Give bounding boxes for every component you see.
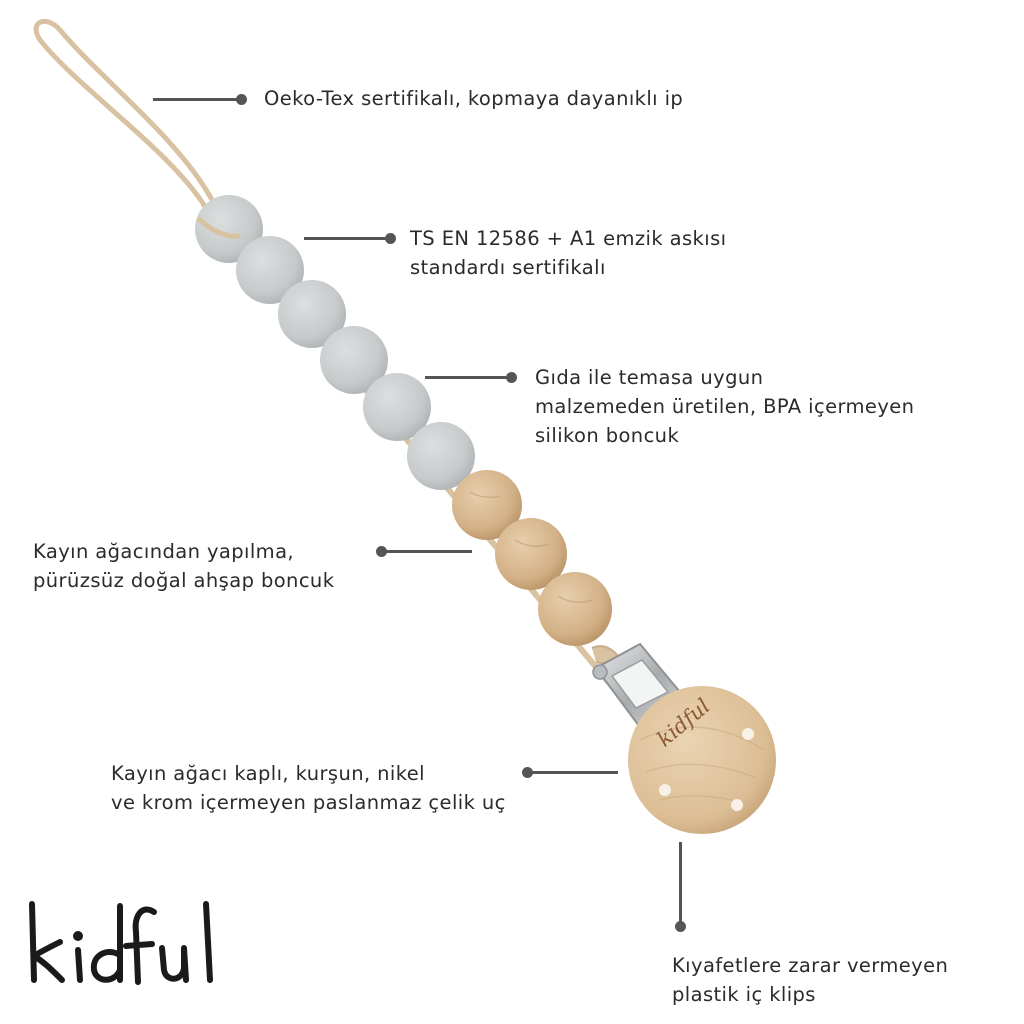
callout-line-text: malzemeden üretilen, BPA içermeyen bbox=[535, 395, 915, 418]
callout-line-text: silikon boncuk bbox=[535, 424, 680, 447]
callout-line-text: standardı sertifikalı bbox=[410, 256, 606, 279]
callout-dot-inner-clip bbox=[675, 921, 686, 932]
callout-line-text: TS EN 12586 + A1 emzik askısı bbox=[410, 227, 727, 250]
silicone-beads bbox=[195, 195, 475, 490]
callout-text-silicone: Gıda ile temasa uygun malzemeden üretile… bbox=[535, 363, 914, 450]
callout-line-text: Oeko-Tex sertifikalı, kopmaya dayanıklı … bbox=[264, 87, 684, 110]
silicone-bead bbox=[278, 280, 346, 348]
callout-line-standard bbox=[304, 237, 390, 240]
wood-bead bbox=[452, 470, 522, 540]
callout-line-text: Kayın ağacından yapılma, bbox=[33, 540, 295, 563]
callout-line-text: Kayın ağacı kaplı, kurşun, nikel bbox=[111, 762, 425, 785]
wood-bead bbox=[538, 572, 612, 646]
callout-dot-silicone bbox=[506, 372, 517, 383]
silicone-bead bbox=[320, 326, 388, 394]
silicone-bead bbox=[236, 236, 304, 304]
disc-hole bbox=[731, 799, 743, 811]
disc-hole bbox=[659, 784, 671, 796]
callout-text-standard: TS EN 12586 + A1 emzik askısı standardı … bbox=[410, 224, 726, 282]
silicone-bead bbox=[363, 373, 431, 441]
callout-line-wood bbox=[384, 550, 472, 553]
silicone-bead bbox=[407, 422, 475, 490]
callout-line-text: ve krom içermeyen paslanmaz çelik uç bbox=[111, 791, 506, 814]
callout-line-text: plastik iç klips bbox=[672, 983, 816, 1006]
callout-line-inner-clip bbox=[679, 842, 682, 926]
callout-dot-cord bbox=[236, 94, 247, 105]
callout-line-clip bbox=[530, 771, 618, 774]
callout-line-text: Kıyafetlere zarar vermeyen bbox=[672, 954, 949, 977]
wood-beads bbox=[452, 470, 612, 646]
callout-line-text: Gıda ile temasa uygun bbox=[535, 366, 764, 389]
callout-text-inner-clip: Kıyafetlere zarar vermeyen plastik iç kl… bbox=[672, 951, 948, 1009]
wooden-disc: kidful bbox=[628, 686, 776, 834]
callout-line-cord bbox=[153, 98, 241, 101]
kidful-logo bbox=[29, 901, 213, 985]
wood-bead bbox=[495, 518, 567, 590]
disc-hole bbox=[742, 728, 754, 740]
callout-line-silicone bbox=[425, 376, 511, 379]
callout-text-clip: Kayın ağacı kaplı, kurşun, nikel ve krom… bbox=[111, 759, 506, 817]
callout-line-text: pürüzsüz doğal ahşap boncuk bbox=[33, 569, 335, 592]
callout-text-wood: Kayın ağacından yapılma, pürüzsüz doğal … bbox=[33, 537, 334, 595]
callout-dot-standard bbox=[385, 233, 396, 244]
cord-loop bbox=[33, 18, 215, 211]
callout-dot-clip bbox=[522, 767, 533, 778]
callout-dot-wood bbox=[376, 546, 387, 557]
callout-text-cord: Oeko-Tex sertifikalı, kopmaya dayanıklı … bbox=[264, 84, 683, 113]
